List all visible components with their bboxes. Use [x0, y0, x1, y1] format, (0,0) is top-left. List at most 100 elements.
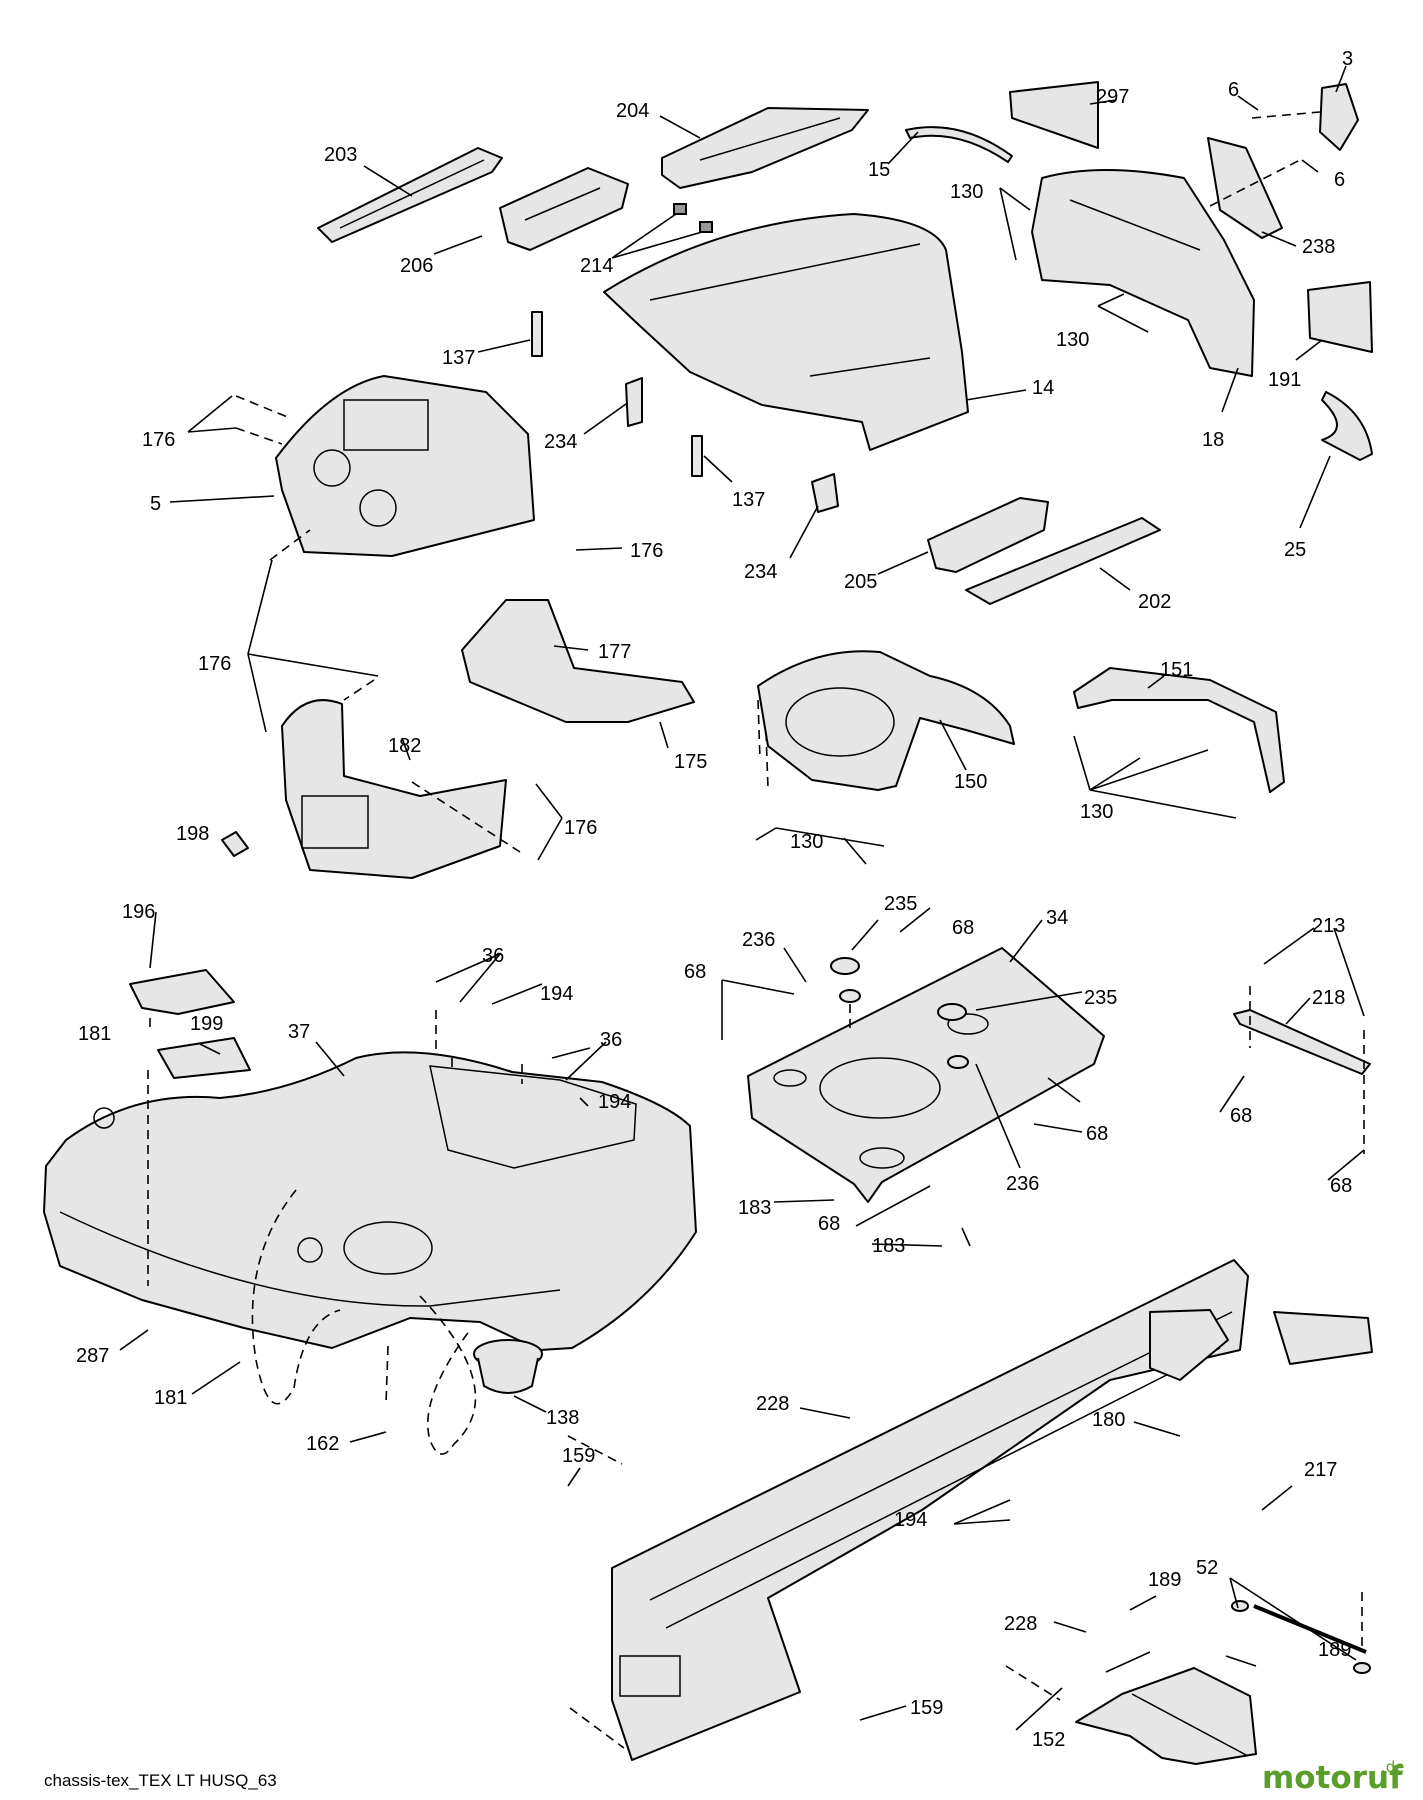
part-206-insert [499, 167, 629, 251]
part-236-spacer-a [839, 989, 861, 1003]
callout-177: 177 [598, 641, 631, 663]
callout-181: 181 [78, 1023, 111, 1045]
part-191-block [1307, 281, 1373, 353]
callout-162: 162 [306, 1433, 339, 1455]
part-182-lower-dash [281, 699, 507, 879]
callout-130: 130 [1056, 329, 1089, 351]
callout-137: 137 [442, 347, 475, 369]
part-3-bracket [1319, 83, 1359, 151]
callout-189: 189 [1318, 1639, 1351, 1661]
callout-198: 198 [176, 823, 209, 845]
callout-182: 182 [388, 735, 421, 757]
callout-202: 202 [1138, 591, 1171, 613]
part-152-cover [1075, 1667, 1257, 1765]
callout-183: 183 [872, 1235, 905, 1257]
callout-213: 213 [1312, 915, 1345, 937]
callout-137: 137 [732, 489, 765, 511]
callout-3: 3 [1342, 48, 1353, 70]
part-52-washer-a [1231, 1600, 1249, 1612]
callout-234: 234 [544, 431, 577, 453]
callout-37: 37 [288, 1021, 310, 1043]
part-214-clip-b [699, 221, 713, 233]
callout-18: 18 [1202, 429, 1224, 451]
callout-203: 203 [324, 144, 357, 166]
callout-68: 68 [684, 961, 706, 983]
callout-234: 234 [744, 561, 777, 583]
part-137-a [531, 311, 543, 357]
part-138-boot [473, 1339, 543, 1394]
callout-297: 297 [1096, 86, 1129, 108]
callout-150: 150 [954, 771, 987, 793]
part-15-strip [905, 126, 1013, 163]
callout-206: 206 [400, 255, 433, 277]
callout-235: 235 [884, 893, 917, 915]
callout-138: 138 [546, 1407, 579, 1429]
callout-238: 238 [1302, 236, 1335, 258]
callout-217: 217 [1304, 1459, 1337, 1481]
callout-181: 181 [154, 1387, 187, 1409]
callout-175: 175 [674, 751, 707, 773]
part-235-spacer-a [830, 957, 860, 975]
callout-68: 68 [1330, 1175, 1352, 1197]
part-218-bracket [1233, 1009, 1371, 1075]
part-199-cover [157, 1037, 251, 1079]
part-205-strip [927, 497, 1049, 573]
callout-25: 25 [1284, 539, 1306, 561]
callout-176: 176 [630, 540, 663, 562]
leader-lines [119, 65, 1365, 1731]
brand-logo-tld: .de [1381, 1758, 1405, 1776]
callout-130: 130 [1080, 801, 1113, 823]
callout-159: 159 [562, 1445, 595, 1467]
callout-236: 236 [1006, 1173, 1039, 1195]
callout-68: 68 [1086, 1123, 1108, 1145]
callout-130: 130 [790, 831, 823, 853]
callout-159: 159 [910, 1697, 943, 1719]
callout-199: 199 [190, 1013, 223, 1035]
part-37-fender [43, 1051, 697, 1351]
callout-52: 52 [1196, 1557, 1218, 1579]
part-150-shroud [757, 650, 1015, 791]
part-234-b [811, 473, 839, 513]
callout-176: 176 [564, 817, 597, 839]
assembly-lines [147, 111, 1365, 1749]
callout-151: 151 [1160, 659, 1193, 681]
callout-68: 68 [952, 917, 974, 939]
callout-218: 218 [1312, 987, 1345, 1009]
callout-189: 189 [1148, 1569, 1181, 1591]
callout-183: 183 [738, 1197, 771, 1219]
callout-6: 6 [1228, 79, 1239, 101]
part-204-vent [661, 107, 869, 189]
callout-labels: 3 297 6 6 204 15 203 130 238 206 214 137… [76, 48, 1353, 1751]
callout-176: 176 [142, 429, 175, 451]
callout-204: 204 [616, 100, 649, 122]
callout-14: 14 [1032, 377, 1054, 399]
callout-15: 15 [868, 159, 890, 181]
callout-36: 36 [600, 1029, 622, 1051]
callout-228: 228 [756, 1393, 789, 1415]
part-196-cover [129, 969, 235, 1015]
part-198-clip [221, 831, 249, 857]
callout-214: 214 [580, 255, 613, 277]
part-202-strip [965, 517, 1161, 605]
callout-205: 205 [844, 571, 877, 593]
part-25-bracket [1321, 391, 1373, 461]
callout-194: 194 [894, 1509, 927, 1531]
part-upper-shroud [1031, 169, 1255, 377]
part-217-rod [1253, 1604, 1367, 1654]
callout-5: 5 [150, 493, 161, 515]
callout-287: 287 [76, 1345, 109, 1367]
part-52-washer-b [1353, 1662, 1371, 1674]
part-137-b [691, 435, 703, 477]
brand-logo: motoruf [1262, 1760, 1403, 1796]
callout-68: 68 [1230, 1105, 1252, 1127]
part-151-frame [1073, 667, 1285, 793]
part-297-block [1009, 81, 1099, 149]
part-175-bracket [461, 599, 695, 723]
part-235-spacer-b [937, 1003, 967, 1021]
callout-236: 236 [742, 929, 775, 951]
callout-68: 68 [818, 1213, 840, 1235]
callout-36: 36 [482, 945, 504, 967]
part-234-a [625, 377, 643, 427]
callout-130: 130 [950, 181, 983, 203]
